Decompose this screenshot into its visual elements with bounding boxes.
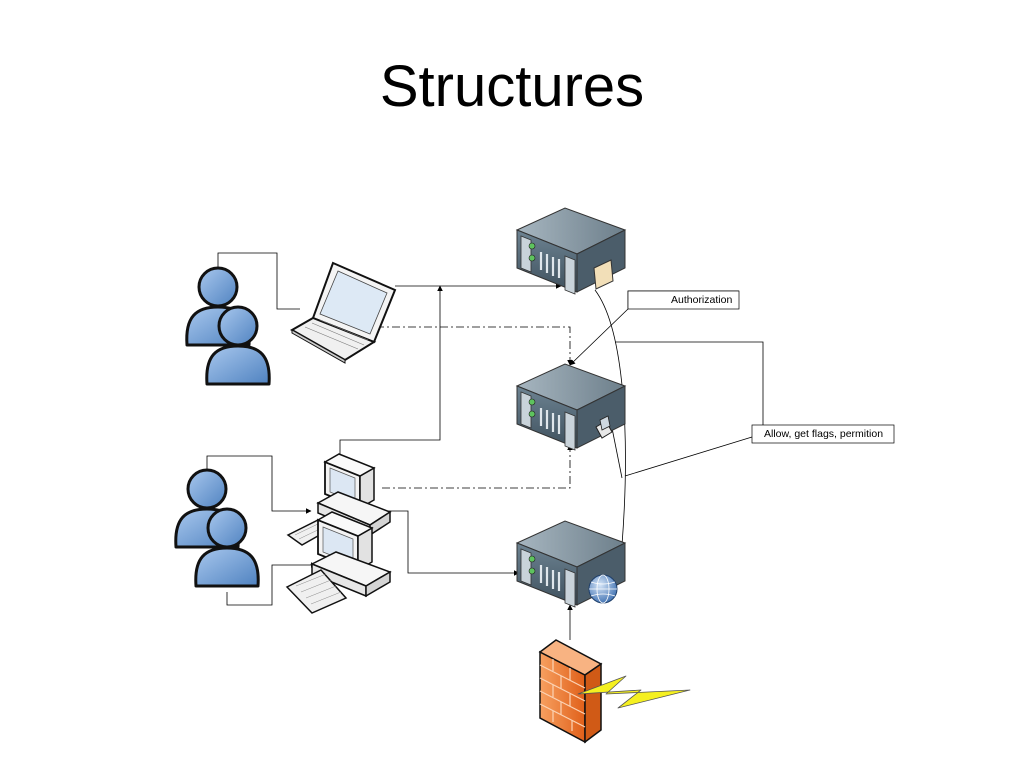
laptop-icon xyxy=(289,261,397,364)
slide-title: Structures xyxy=(379,54,645,119)
callout-allow-line xyxy=(624,436,753,477)
connector-users-top-laptop xyxy=(217,252,300,310)
connectors xyxy=(206,252,764,640)
callout-authorization: Authorization xyxy=(627,290,740,310)
user-group-top-icon xyxy=(185,266,271,386)
connector-desktop-up xyxy=(339,285,443,462)
connector-desktop-web-server xyxy=(372,510,520,576)
desktop-computers-icon xyxy=(285,453,392,614)
callout-allow-tail xyxy=(611,427,623,479)
server-permission-icon xyxy=(515,362,627,452)
user-group-bottom-icon xyxy=(174,468,260,588)
lightning-icon xyxy=(577,675,691,709)
server-web-icon xyxy=(515,519,627,609)
connector-laptop-permission-dashed xyxy=(360,326,573,366)
server-auth-icon xyxy=(515,206,627,296)
allow-label: Allow, get flags, permition xyxy=(764,428,883,440)
callout-allow-bracket xyxy=(615,341,764,425)
callout-allow: Allow, get flags, permition xyxy=(751,424,895,444)
firewall-icon xyxy=(538,639,603,744)
connector-desktop-permission-dashed xyxy=(382,444,573,489)
connector-users-bottom-desktop-a xyxy=(206,455,312,514)
connector-users-bottom-desktop-b xyxy=(226,562,317,606)
authorization-label: Authorization xyxy=(671,294,732,306)
